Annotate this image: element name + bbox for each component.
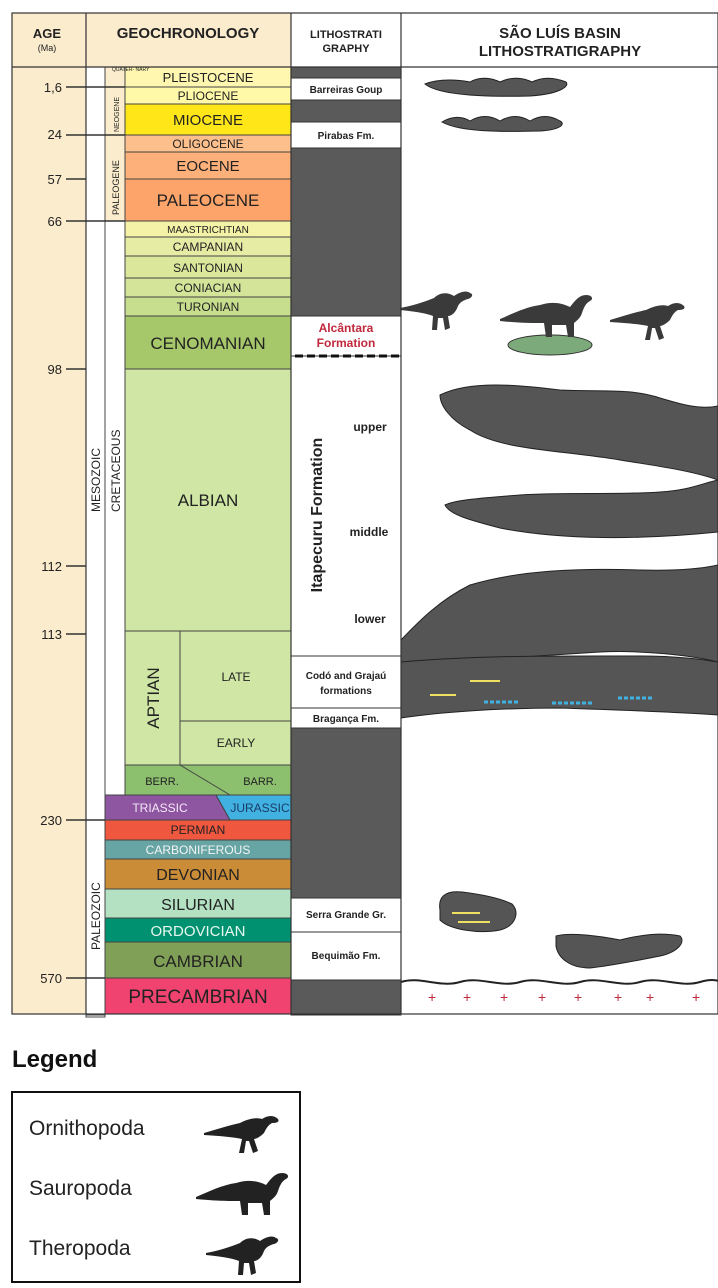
barreiras-label: Barreiras Goup [310, 85, 383, 96]
legend-box: Ornithopoda Sauropoda Theropoda [11, 1091, 301, 1283]
age-tick: 66 [48, 214, 62, 229]
oligocene-label: OLIGOCENE [172, 137, 243, 151]
svg-text:+: + [692, 989, 700, 1005]
itapecuru-middle-label: middle [350, 525, 389, 539]
basin-header-line1: SÃO LUÍS BASIN [499, 24, 621, 42]
braganca-label: Bragança Fm. [313, 714, 379, 725]
itapecuru-lower-label: lower [354, 612, 386, 626]
jurassic-label: JURASSIC [230, 801, 290, 815]
devonian-label: DEVONIAN [156, 867, 240, 884]
litho-header-line1: LITHOSTRATI [310, 29, 382, 41]
aptian-label: APTIAN [144, 667, 163, 728]
cenomanian-label: CENOMANIAN [150, 334, 265, 353]
triassic-label: TRIASSIC [132, 801, 188, 815]
cambrian-label: CAMBRIAN [153, 952, 243, 971]
legend-label: Ornithopoda [29, 1117, 145, 1141]
silurian-label: SILURIAN [161, 897, 235, 914]
age-tick: 24 [48, 127, 62, 142]
codo-label-line2: formations [320, 686, 372, 697]
geochronology-header: GEOCHRONOLOGY [117, 25, 260, 42]
coniacian-label: CONIACIAN [175, 281, 242, 295]
basin-header-line2: LITHOSTRATIGRAPHY [479, 43, 641, 60]
age-tick: 112 [41, 559, 62, 574]
codo-label-line1: Codó and Grajaú [306, 671, 387, 682]
serra-grande-label: Serra Grande Gr. [306, 910, 386, 921]
eocene-label: EOCENE [176, 158, 239, 175]
age-tick: 570 [40, 971, 62, 986]
pleistocene-label: PLEISTOCENE [163, 70, 254, 85]
miocene-label: MIOCENE [173, 112, 243, 129]
paleogene-label: PALEOGENE [111, 160, 121, 215]
svg-text:+: + [463, 989, 471, 1005]
neogene-label: NEOGENE [114, 97, 121, 132]
age-tick: 98 [48, 362, 62, 377]
age-tick: 57 [48, 172, 62, 187]
stratigraphic-chart: +++ +++++ AGE (Ma) GE [0, 0, 718, 1040]
alcantara-label-line1: Alcântara [319, 321, 374, 335]
itapecuru-box [291, 356, 401, 656]
theropod-icon [189, 1231, 299, 1275]
ordovician-label: ORDOVICIAN [150, 923, 245, 940]
itapecuru-upper-label: upper [353, 420, 387, 434]
bequimao-label: Bequimão Fm. [312, 951, 381, 962]
campanian-label: CAMPANIAN [173, 240, 243, 254]
pliocene-label: PLIOCENE [178, 89, 239, 103]
mesozoic-label: MESOZOIC [89, 448, 103, 512]
quaternary-label: QUATER- NARY [112, 67, 150, 73]
sauropod-icon [189, 1171, 299, 1215]
barremian-label: BARR. [243, 776, 277, 788]
age-unit: (Ma) [38, 43, 57, 53]
turonian-label: TURONIAN [177, 300, 240, 314]
mesozoic-block [86, 221, 105, 820]
sauropod-egg-shape [508, 335, 592, 355]
cretaceous-label: CRETACEOUS [109, 430, 123, 512]
albian-label: ALBIAN [178, 491, 238, 510]
paleozoic-label: PALEOZOIC [89, 882, 103, 950]
age-column [12, 13, 86, 1014]
ornithopod-icon [189, 1111, 299, 1155]
alcantara-label-line2: Formation [317, 336, 376, 350]
aptian-late-label: LATE [221, 670, 250, 684]
legend-item-ornithopoda: Ornithopoda [29, 1111, 299, 1151]
paleocene-label: PALEOCENE [157, 191, 260, 210]
age-tick: 113 [41, 627, 62, 642]
legend-label: Sauropoda [29, 1177, 132, 1201]
precambrian-label: PRECAMBRIAN [128, 987, 267, 1008]
permian-label: PERMIAN [171, 823, 226, 837]
pirabas-label: Pirabas Fm. [318, 131, 375, 142]
carboniferous-label: CARBONIFEROUS [146, 843, 251, 857]
svg-text:+: + [646, 989, 654, 1005]
age-tick: 1,6 [44, 80, 62, 95]
svg-text:+: + [428, 989, 436, 1005]
svg-text:+: + [574, 989, 582, 1005]
aptian-early-label: EARLY [217, 736, 255, 750]
legend-item-theropoda: Theropoda [29, 1231, 299, 1271]
legend-label: Theropoda [29, 1237, 131, 1261]
svg-text:+: + [500, 989, 508, 1005]
codo-box [291, 656, 401, 708]
litho-header-line2: GRAPHY [322, 43, 370, 55]
berriasian-label: BERR. [145, 776, 179, 788]
santonian-label: SANTONIAN [173, 261, 243, 275]
itapecuru-label: Itapecuru Formation [309, 438, 326, 593]
legend-item-sauropoda: Sauropoda [29, 1171, 299, 1211]
age-header: AGE [33, 26, 62, 41]
age-tick: 230 [40, 813, 62, 828]
legend-title: Legend [12, 1046, 97, 1074]
svg-text:+: + [614, 989, 622, 1005]
maastrichtian-label: MAASTRICHTIAN [167, 225, 249, 236]
svg-text:+: + [538, 989, 546, 1005]
